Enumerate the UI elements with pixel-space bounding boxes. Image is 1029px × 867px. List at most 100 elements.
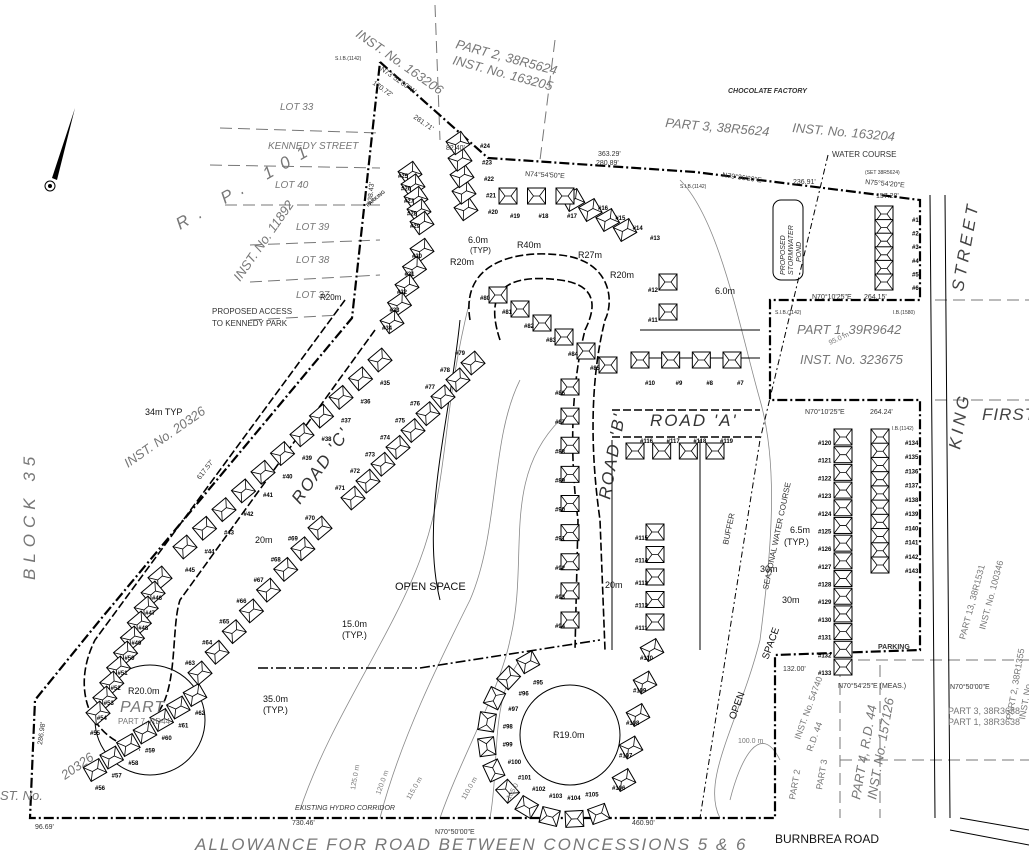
lot-number: #48 bbox=[138, 626, 149, 632]
house-footprint bbox=[347, 366, 374, 392]
lot-number: #101 bbox=[518, 775, 532, 781]
dim-r19-0: R19.0m bbox=[553, 730, 585, 740]
house-footprint bbox=[645, 568, 665, 586]
lot-number: #79 bbox=[455, 351, 466, 357]
lot-number: #78 bbox=[440, 368, 451, 374]
house-footprint bbox=[645, 523, 665, 541]
house-footprint bbox=[269, 440, 296, 467]
house-footprint bbox=[211, 496, 237, 523]
lot-frontage-lines bbox=[611, 329, 760, 650]
lot-number: #12 bbox=[648, 288, 659, 294]
lot-number: #35 bbox=[380, 381, 391, 387]
lot-number: #91 bbox=[555, 537, 566, 543]
lot-number: #85 bbox=[590, 366, 601, 372]
house-footprint bbox=[482, 685, 507, 711]
block35-label: BLOCK 35 bbox=[20, 451, 39, 580]
house-footprint bbox=[230, 478, 257, 504]
bearing-n3: N75°54'20"E bbox=[865, 178, 906, 189]
house-footprint bbox=[870, 528, 890, 546]
house-footprint bbox=[149, 707, 175, 733]
lot-number: #80 bbox=[480, 296, 491, 302]
part3-38r5624-label: PART 3, 38R5624 bbox=[665, 115, 770, 139]
dim-730-46: 730.46' bbox=[292, 820, 315, 827]
dim-96-69: 96.69' bbox=[35, 824, 54, 831]
house-footprint bbox=[645, 591, 665, 608]
lot-number: #36 bbox=[361, 400, 372, 406]
contour-lines bbox=[299, 179, 781, 819]
lot-number: #17 bbox=[567, 214, 578, 220]
lot-number: #2 bbox=[912, 232, 919, 238]
lot-number: #94 bbox=[555, 624, 566, 630]
lot-number: #13 bbox=[650, 236, 661, 242]
bearing-a2: N70°10'25"E bbox=[812, 293, 852, 301]
lot-number: #43 bbox=[224, 531, 235, 537]
lot-number: #62 bbox=[195, 711, 206, 717]
house-footprints-layer bbox=[82, 130, 894, 828]
house-footprint bbox=[385, 434, 411, 460]
house-footprint bbox=[510, 300, 530, 318]
house-footprint bbox=[625, 442, 645, 460]
lot-number: #86 bbox=[555, 391, 566, 397]
house-footprint bbox=[204, 639, 230, 665]
lot-number: #71 bbox=[335, 486, 346, 492]
lot-number: #61 bbox=[178, 724, 189, 730]
king-label: KING bbox=[945, 391, 974, 451]
open-space-boundary bbox=[258, 639, 601, 669]
lot-number: #27 bbox=[404, 199, 415, 205]
lot-number: #3 bbox=[912, 245, 919, 251]
house-footprint bbox=[833, 446, 853, 464]
house-footprint bbox=[833, 463, 853, 481]
lot-number: #30 bbox=[412, 254, 423, 260]
contour-120: 120.0 m bbox=[375, 769, 390, 795]
house-footprint bbox=[555, 187, 575, 205]
house-footprint bbox=[612, 217, 638, 243]
sib-1: S.I.B.(1142) bbox=[335, 56, 362, 62]
lot-number: #132 bbox=[818, 653, 832, 659]
house-footprint bbox=[833, 605, 853, 623]
part2-label: PART 2 bbox=[787, 769, 802, 801]
lot-number: #66 bbox=[236, 599, 247, 605]
lot-number: #24 bbox=[480, 144, 491, 150]
st-no-label: ST. No. bbox=[0, 788, 43, 803]
lot-number: #14 bbox=[633, 226, 644, 232]
part3-label: PART 3 bbox=[814, 759, 829, 791]
lot-number: #114 bbox=[635, 559, 649, 565]
bearing-p2: N70°50'00"E bbox=[950, 683, 990, 691]
house-footprint bbox=[370, 451, 396, 477]
house-footprint bbox=[598, 356, 618, 374]
lot-number: #4 bbox=[912, 259, 919, 265]
lot-number: #65 bbox=[219, 620, 230, 626]
dim-286-98: 286.98' bbox=[37, 722, 47, 746]
lot-number: #89 bbox=[555, 478, 566, 484]
lot-number: #23 bbox=[482, 161, 493, 167]
open-space-label: OPEN SPACE bbox=[395, 581, 466, 593]
house-footprint bbox=[833, 428, 853, 446]
house-footprint bbox=[560, 436, 580, 454]
dim-264-24: 264.24' bbox=[870, 409, 893, 416]
lot-number: #69 bbox=[288, 537, 299, 543]
lot-number: #56 bbox=[95, 786, 106, 792]
house-footprint bbox=[870, 542, 890, 560]
house-footprint bbox=[630, 351, 650, 369]
house-footprint bbox=[340, 485, 366, 511]
house-footprint bbox=[515, 650, 541, 675]
lot-number: #60 bbox=[162, 736, 173, 742]
lot-number: #22 bbox=[484, 177, 495, 183]
dim-15m: 15.0m bbox=[342, 619, 367, 629]
dim-30m-a: 30m bbox=[760, 564, 778, 574]
house-footprint bbox=[870, 556, 890, 574]
lot-number: #1 bbox=[912, 218, 919, 224]
lot-number: #140 bbox=[905, 526, 919, 532]
part7-label: PART 7, RD44 bbox=[118, 717, 171, 726]
lot-number: #32 bbox=[397, 290, 408, 296]
lot-number: #125 bbox=[818, 529, 832, 535]
lot-number: #50 bbox=[124, 656, 135, 662]
lot-number: #57 bbox=[112, 774, 123, 780]
dim-363-29: 363.29' bbox=[598, 151, 621, 158]
seasonal-water-course-label: SEASONAL WATER COURSE bbox=[761, 481, 793, 590]
house-footprint bbox=[560, 553, 580, 571]
dim-281-71: 281.71' bbox=[412, 114, 435, 133]
house-footprint bbox=[560, 495, 580, 512]
hydro-corridor-label: EXISTING HYDRO CORRIDOR bbox=[295, 805, 395, 812]
first-label: FIRST bbox=[982, 405, 1029, 424]
